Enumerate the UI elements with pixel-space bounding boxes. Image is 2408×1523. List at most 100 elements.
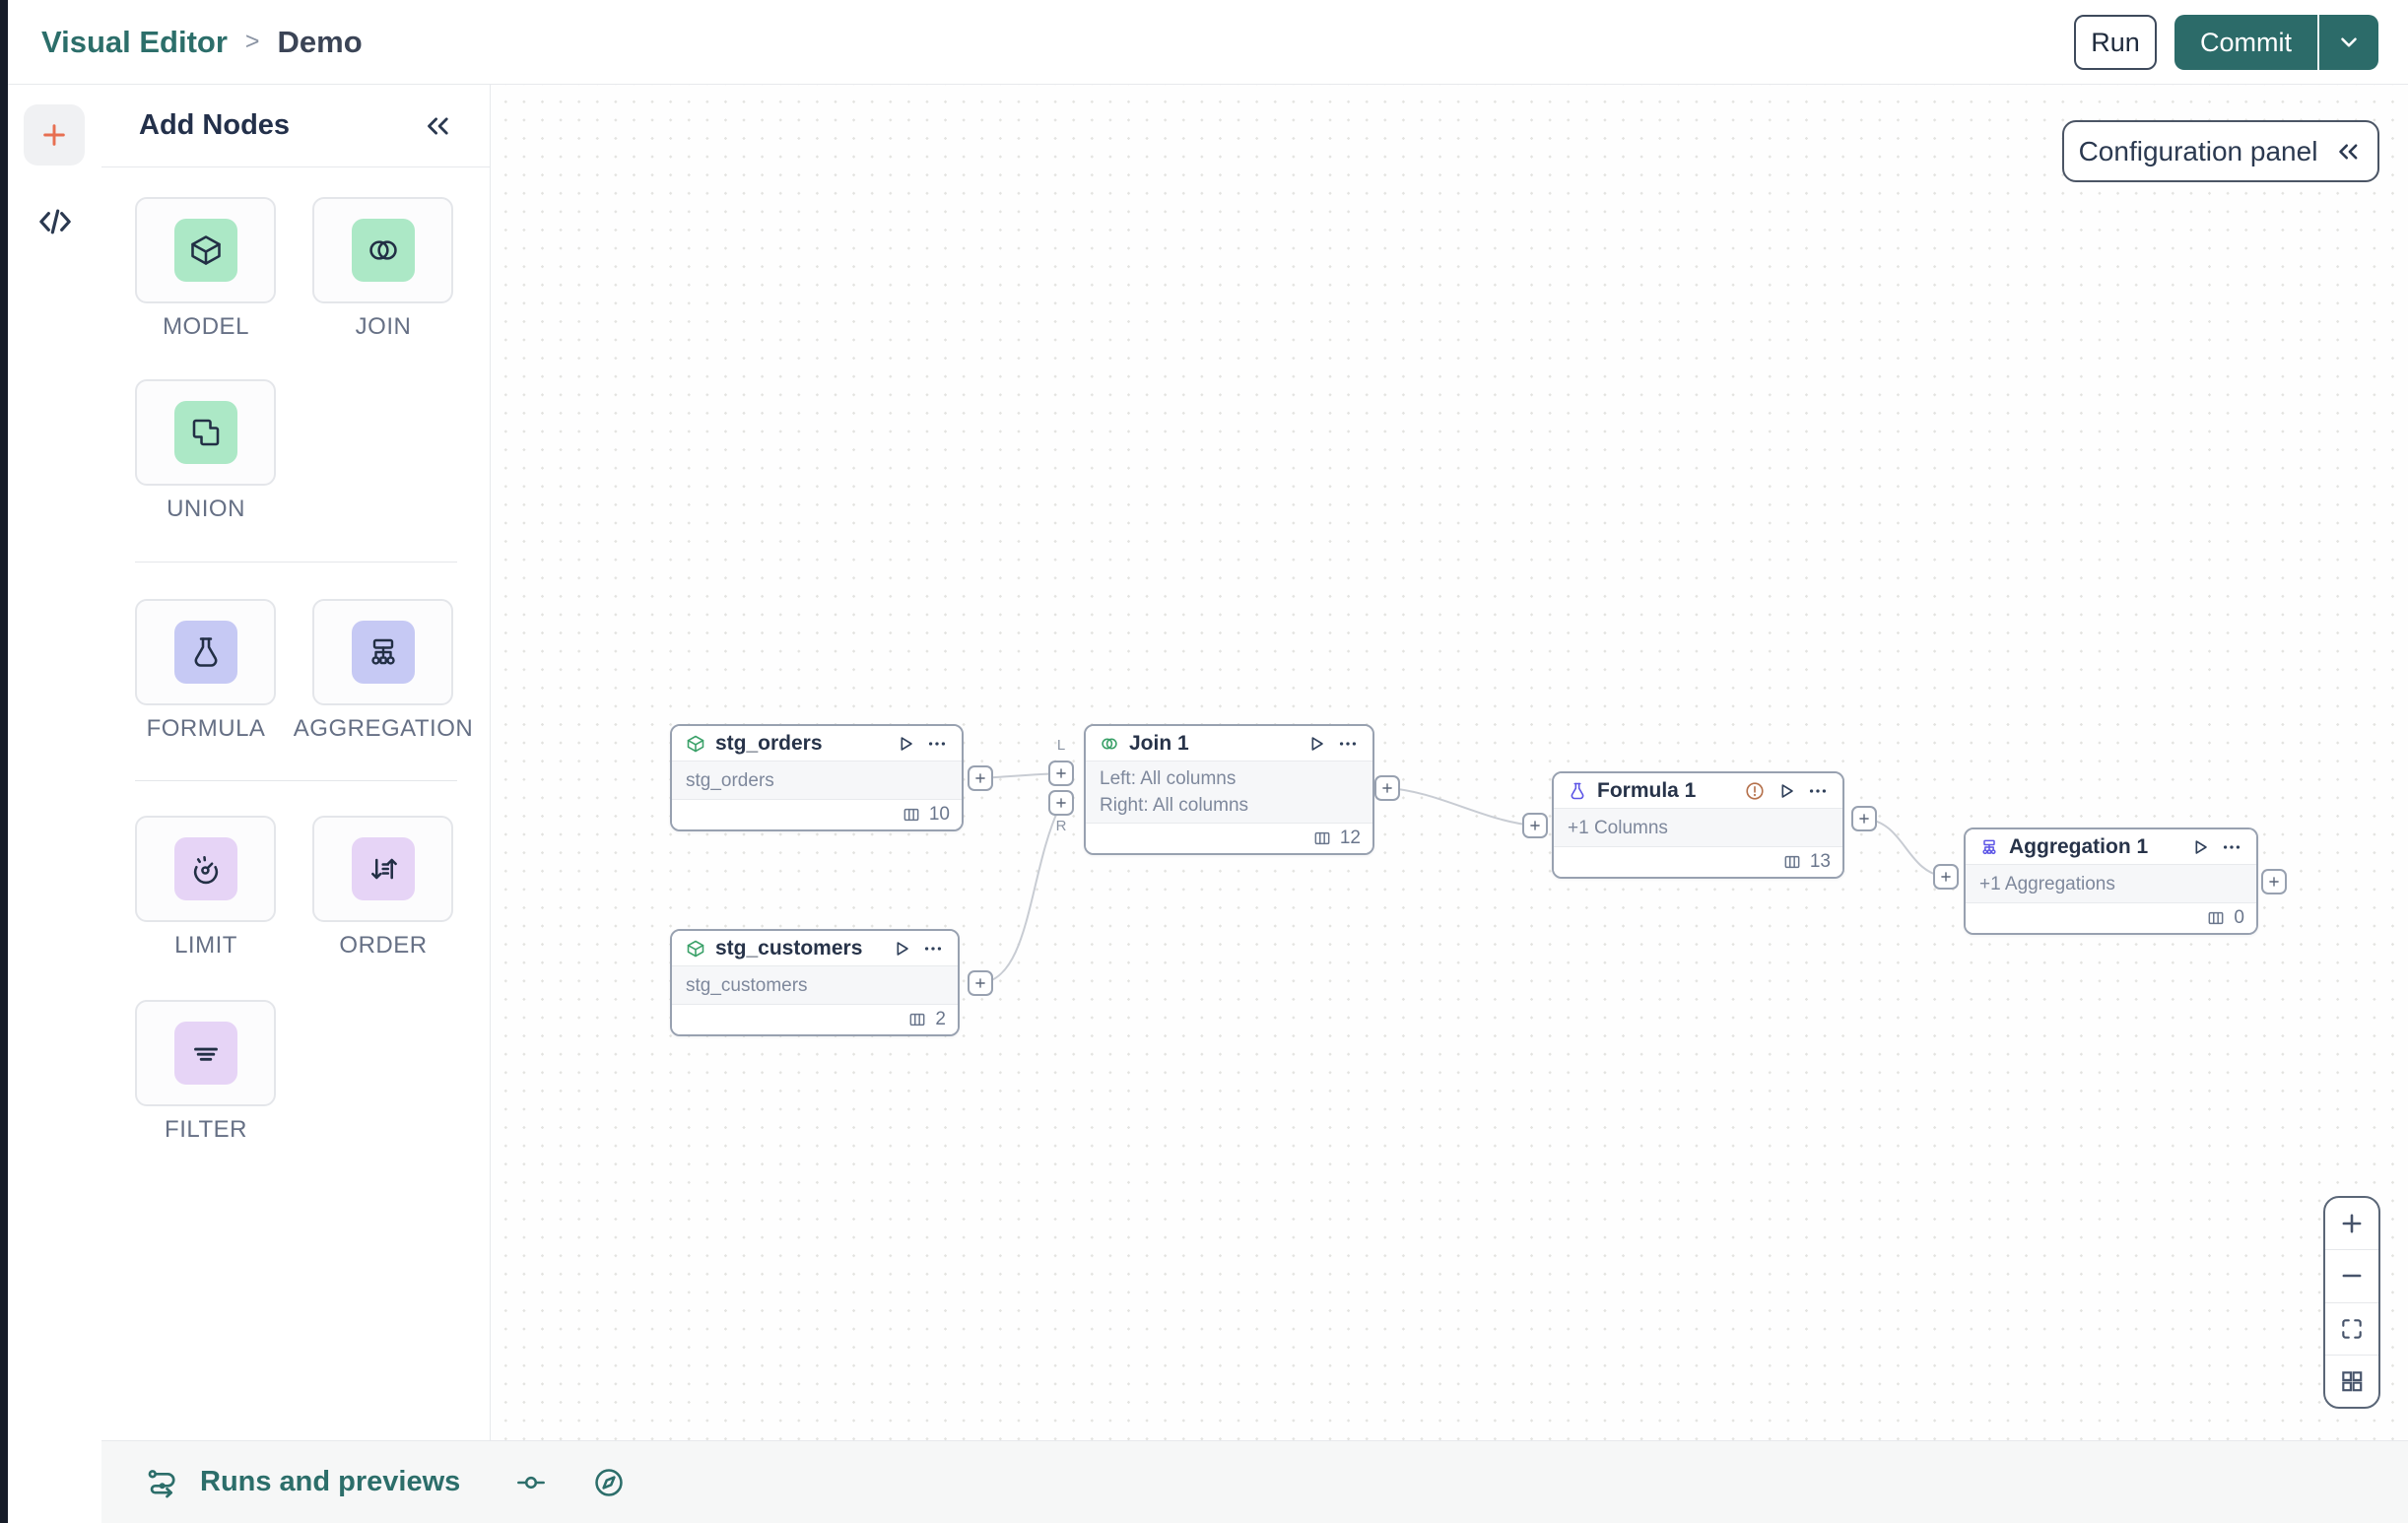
tile-limit[interactable]: [135, 816, 276, 922]
node-menu-button[interactable]: [922, 938, 944, 960]
node-run-button[interactable]: [1305, 733, 1327, 755]
tile-join[interactable]: [312, 197, 453, 303]
aggregation-sitemap-icon: [351, 621, 415, 684]
git-commit-icon: [517, 1476, 546, 1489]
code-view-button[interactable]: [34, 201, 76, 242]
aggregation-input-port[interactable]: [1933, 864, 1959, 890]
plus-icon: [2269, 877, 2279, 887]
top-bar: Visual Editor > Demo Run Commit: [8, 0, 2408, 85]
tile-label-aggregation: AGGREGATION: [293, 715, 474, 742]
breadcrumb-visual-editor[interactable]: Visual Editor: [41, 24, 228, 59]
edge-customers-to-join-right: [979, 807, 1060, 984]
node-title: stg_customers: [715, 936, 863, 960]
formula-output-port[interactable]: [1851, 806, 1877, 831]
tile-union[interactable]: [135, 379, 276, 486]
node-stg-orders[interactable]: stg_orders stg_orders 10: [670, 724, 964, 831]
plus-icon: [975, 978, 985, 988]
run-button[interactable]: Run: [2074, 15, 2157, 70]
canvas-zoom-controls: [2323, 1196, 2380, 1409]
ellipsis-icon: [1809, 788, 1827, 793]
node-menu-button[interactable]: [2221, 836, 2242, 858]
node-title: Join 1: [1129, 731, 1189, 755]
commit-split-button[interactable]: Commit: [2174, 15, 2378, 70]
node-title: stg_orders: [715, 731, 823, 755]
zoom-in-button[interactable]: [2325, 1198, 2378, 1249]
tile-filter[interactable]: [135, 1000, 276, 1106]
plus-icon: [1056, 798, 1066, 808]
bottom-bar: Runs and previews: [101, 1440, 2408, 1523]
compass-icon: [595, 1468, 624, 1496]
node-menu-button[interactable]: [1807, 780, 1829, 802]
fullscreen-icon: [2342, 1318, 2362, 1339]
plus-icon: [1941, 872, 1951, 882]
tile-formula[interactable]: [135, 599, 276, 705]
panel-title: Add Nodes: [139, 109, 291, 141]
aggregation-output-port[interactable]: [2261, 869, 2287, 894]
configuration-panel-toggle[interactable]: Configuration panel: [2062, 120, 2379, 182]
double-chevron-left-icon: [2339, 143, 2358, 160]
formula-config: +1 Columns: [1568, 817, 1668, 838]
tile-label-union: UNION: [167, 496, 245, 522]
commit-button[interactable]: Commit: [2200, 27, 2292, 57]
pipeline-canvas[interactable]: stg_orders stg_orders 10 stg_customers s…: [491, 85, 2408, 1440]
runs-and-previews-label: Runs and previews: [200, 1466, 461, 1497]
compass-button[interactable]: [592, 1466, 626, 1499]
plus-icon: [1859, 814, 1869, 824]
columns-icon: [1784, 855, 1800, 869]
node-aggregation-1[interactable]: Aggregation 1 +1 Aggregations 0: [1964, 828, 2258, 935]
commit-dropdown-button[interactable]: [2317, 15, 2378, 70]
add-nodes-header: Add Nodes: [101, 85, 490, 167]
node-formula-1[interactable]: Formula 1 +1 Columns 13: [1552, 771, 1844, 879]
model-cube-icon: [687, 940, 704, 957]
topbar-actions: Run Commit: [2074, 15, 2378, 70]
node-menu-button[interactable]: [1337, 733, 1359, 755]
double-chevron-left-icon: [428, 117, 448, 134]
ellipsis-icon: [1339, 741, 1357, 746]
stg-orders-output-port[interactable]: [968, 765, 993, 791]
node-run-button[interactable]: [891, 938, 912, 960]
node-menu-button[interactable]: [926, 733, 948, 755]
column-count: 13: [1809, 851, 1831, 872]
node-run-button[interactable]: [1775, 780, 1797, 802]
plus-icon: [975, 773, 985, 783]
code-icon: [39, 209, 71, 234]
node-run-button[interactable]: [895, 733, 916, 755]
breadcrumb-current-page: Demo: [277, 24, 363, 59]
node-stg-customers[interactable]: stg_customers stg_customers 2: [670, 929, 960, 1036]
ellipsis-icon: [2223, 844, 2241, 849]
tile-model[interactable]: [135, 197, 276, 303]
column-count: 12: [1339, 828, 1361, 848]
column-count: 0: [2234, 907, 2244, 928]
add-nodes-panel: Add Nodes MODEL JOIN UNION FORMULA: [101, 85, 491, 1440]
model-cube-icon: [687, 735, 704, 752]
stg-customers-output-port[interactable]: [968, 970, 993, 996]
pin-panel-button[interactable]: [515, 1467, 547, 1498]
tile-label-join: JOIN: [355, 313, 412, 340]
breadcrumb-separator: >: [244, 28, 260, 55]
layout-grid-button[interactable]: [2325, 1354, 2378, 1407]
node-run-button[interactable]: [2189, 836, 2211, 858]
edge-join-to-formula: [1386, 787, 1536, 827]
tile-order[interactable]: [312, 816, 453, 922]
runs-and-previews-toggle[interactable]: Runs and previews: [101, 1465, 460, 1500]
join-left-input-port[interactable]: [1048, 761, 1074, 786]
limit-gauge-icon: [173, 837, 237, 900]
collapse-panel-button[interactable]: [421, 109, 454, 143]
column-count: 2: [935, 1009, 946, 1029]
join-output-port[interactable]: [1374, 775, 1400, 801]
column-count: 10: [928, 804, 950, 825]
configuration-panel-label: Configuration panel: [2078, 135, 2318, 166]
add-nodes-tool-button[interactable]: [24, 104, 85, 166]
fit-view-button[interactable]: [2325, 1301, 2378, 1355]
panel-divider: [135, 562, 457, 563]
node-join-1[interactable]: Join 1 Left: All columns Right: All colu…: [1084, 724, 1374, 855]
plus-icon: [2342, 1214, 2362, 1233]
aggregation-config: +1 Aggregations: [1979, 873, 2115, 894]
node-source-name: stg_customers: [686, 974, 808, 996]
join-right-input-port[interactable]: [1048, 790, 1074, 816]
zoom-out-button[interactable]: [2325, 1249, 2378, 1301]
ellipsis-icon: [928, 741, 946, 746]
tile-aggregation[interactable]: [312, 599, 453, 705]
play-icon: [2195, 839, 2207, 854]
formula-input-port[interactable]: [1522, 813, 1548, 838]
